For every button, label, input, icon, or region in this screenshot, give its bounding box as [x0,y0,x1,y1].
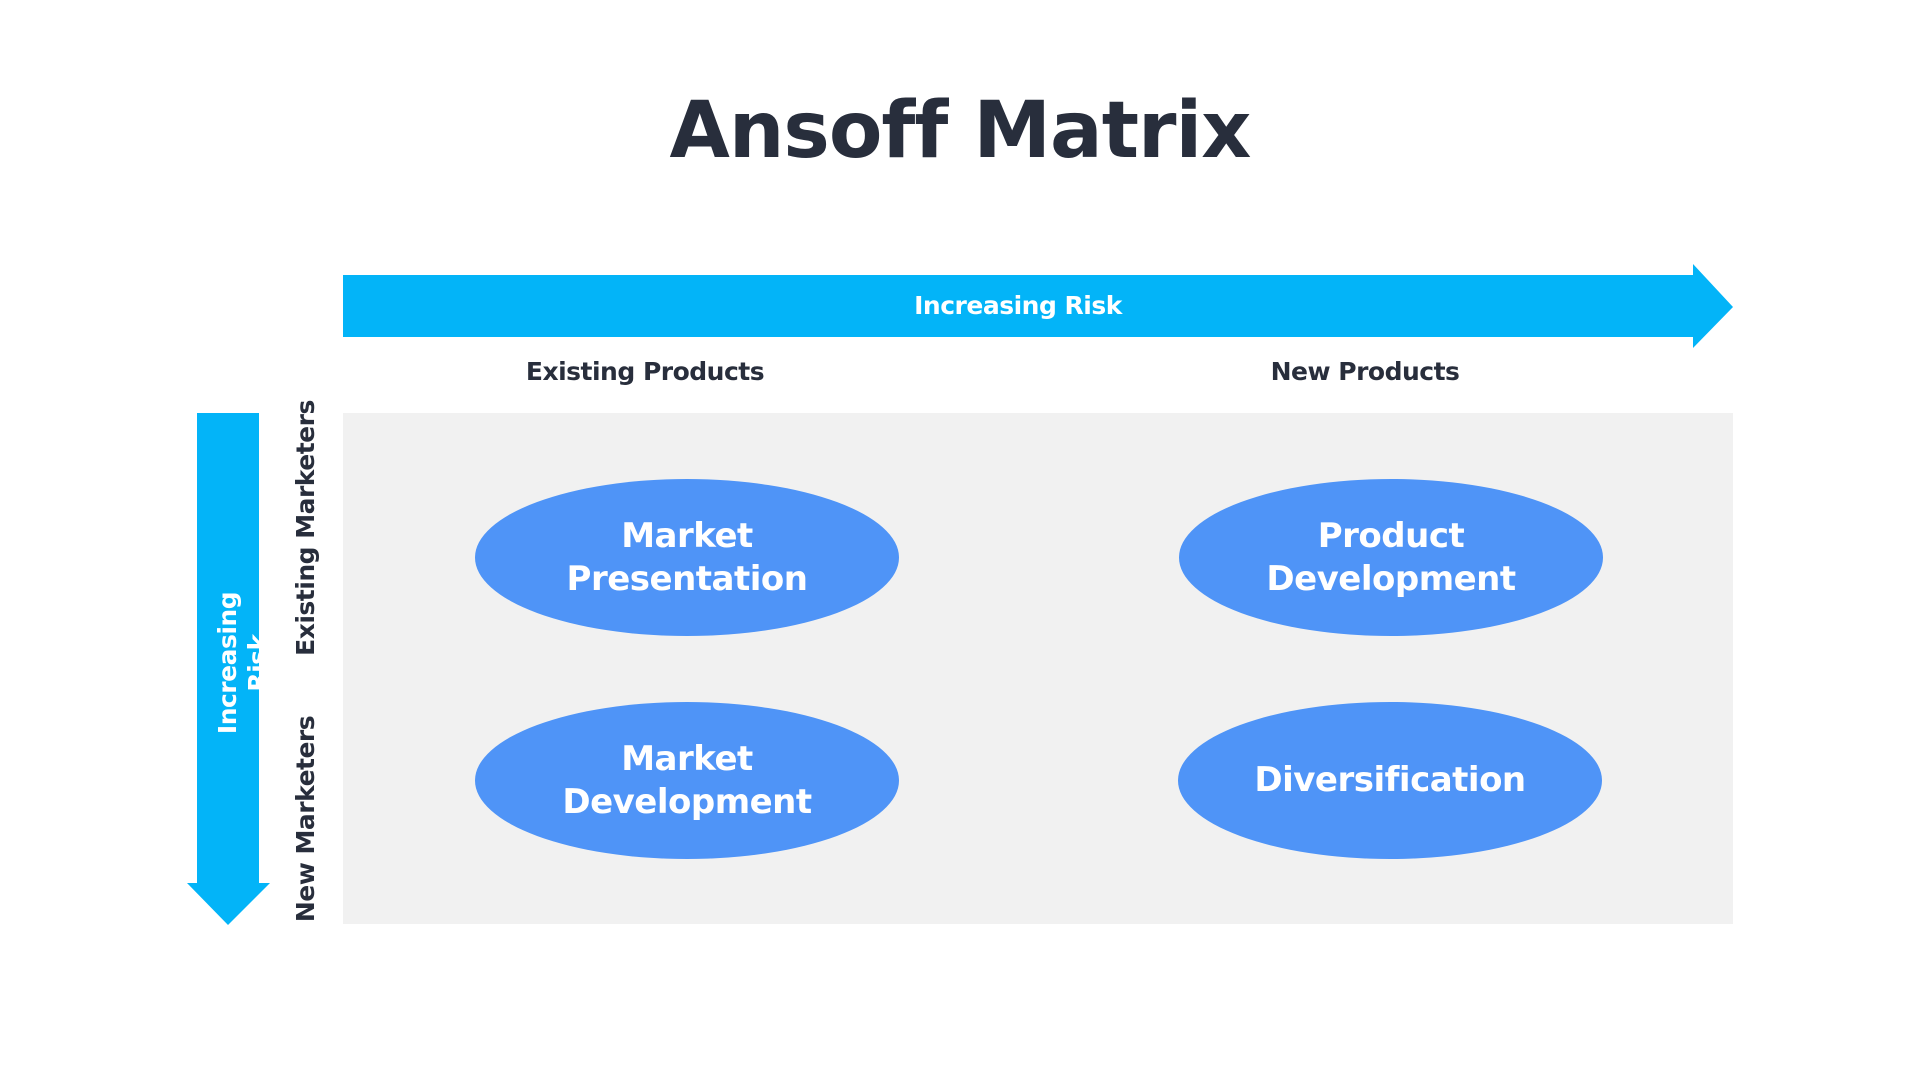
quadrant-label-line: Development [1266,558,1516,599]
vertical-risk-arrow-icon [187,413,270,925]
row-label-existing-marketers: Existing Marketers [291,400,320,656]
quadrant-market-presentation: Market Presentation [475,479,899,636]
quadrant-label-line: Presentation [566,558,808,599]
quadrant-diversification: Diversification [1178,702,1602,859]
quadrant-label-line: Market [621,738,753,779]
quadrant-label-line: Development [562,781,812,822]
column-label-existing-products: Existing Products [525,357,765,386]
quadrant-label-line: Market [621,515,753,556]
quadrant-label-line: Diversification [1254,760,1526,800]
quadrant-market-development: Market Development [475,702,899,859]
quadrant-product-development: Product Development [1179,479,1603,636]
quadrant-label-line: Product [1317,515,1465,556]
page-title: Ansoff Matrix [669,86,1252,176]
matrix-background [343,413,1733,924]
horizontal-risk-arrow-icon [343,264,1733,348]
horizontal-arrow-label: Increasing Risk [914,291,1122,320]
vertical-arrow-label: Increasing Risk [213,591,272,735]
row-label-new-marketers: New Marketers [291,715,320,923]
column-label-new-products: New Products [1270,357,1460,386]
